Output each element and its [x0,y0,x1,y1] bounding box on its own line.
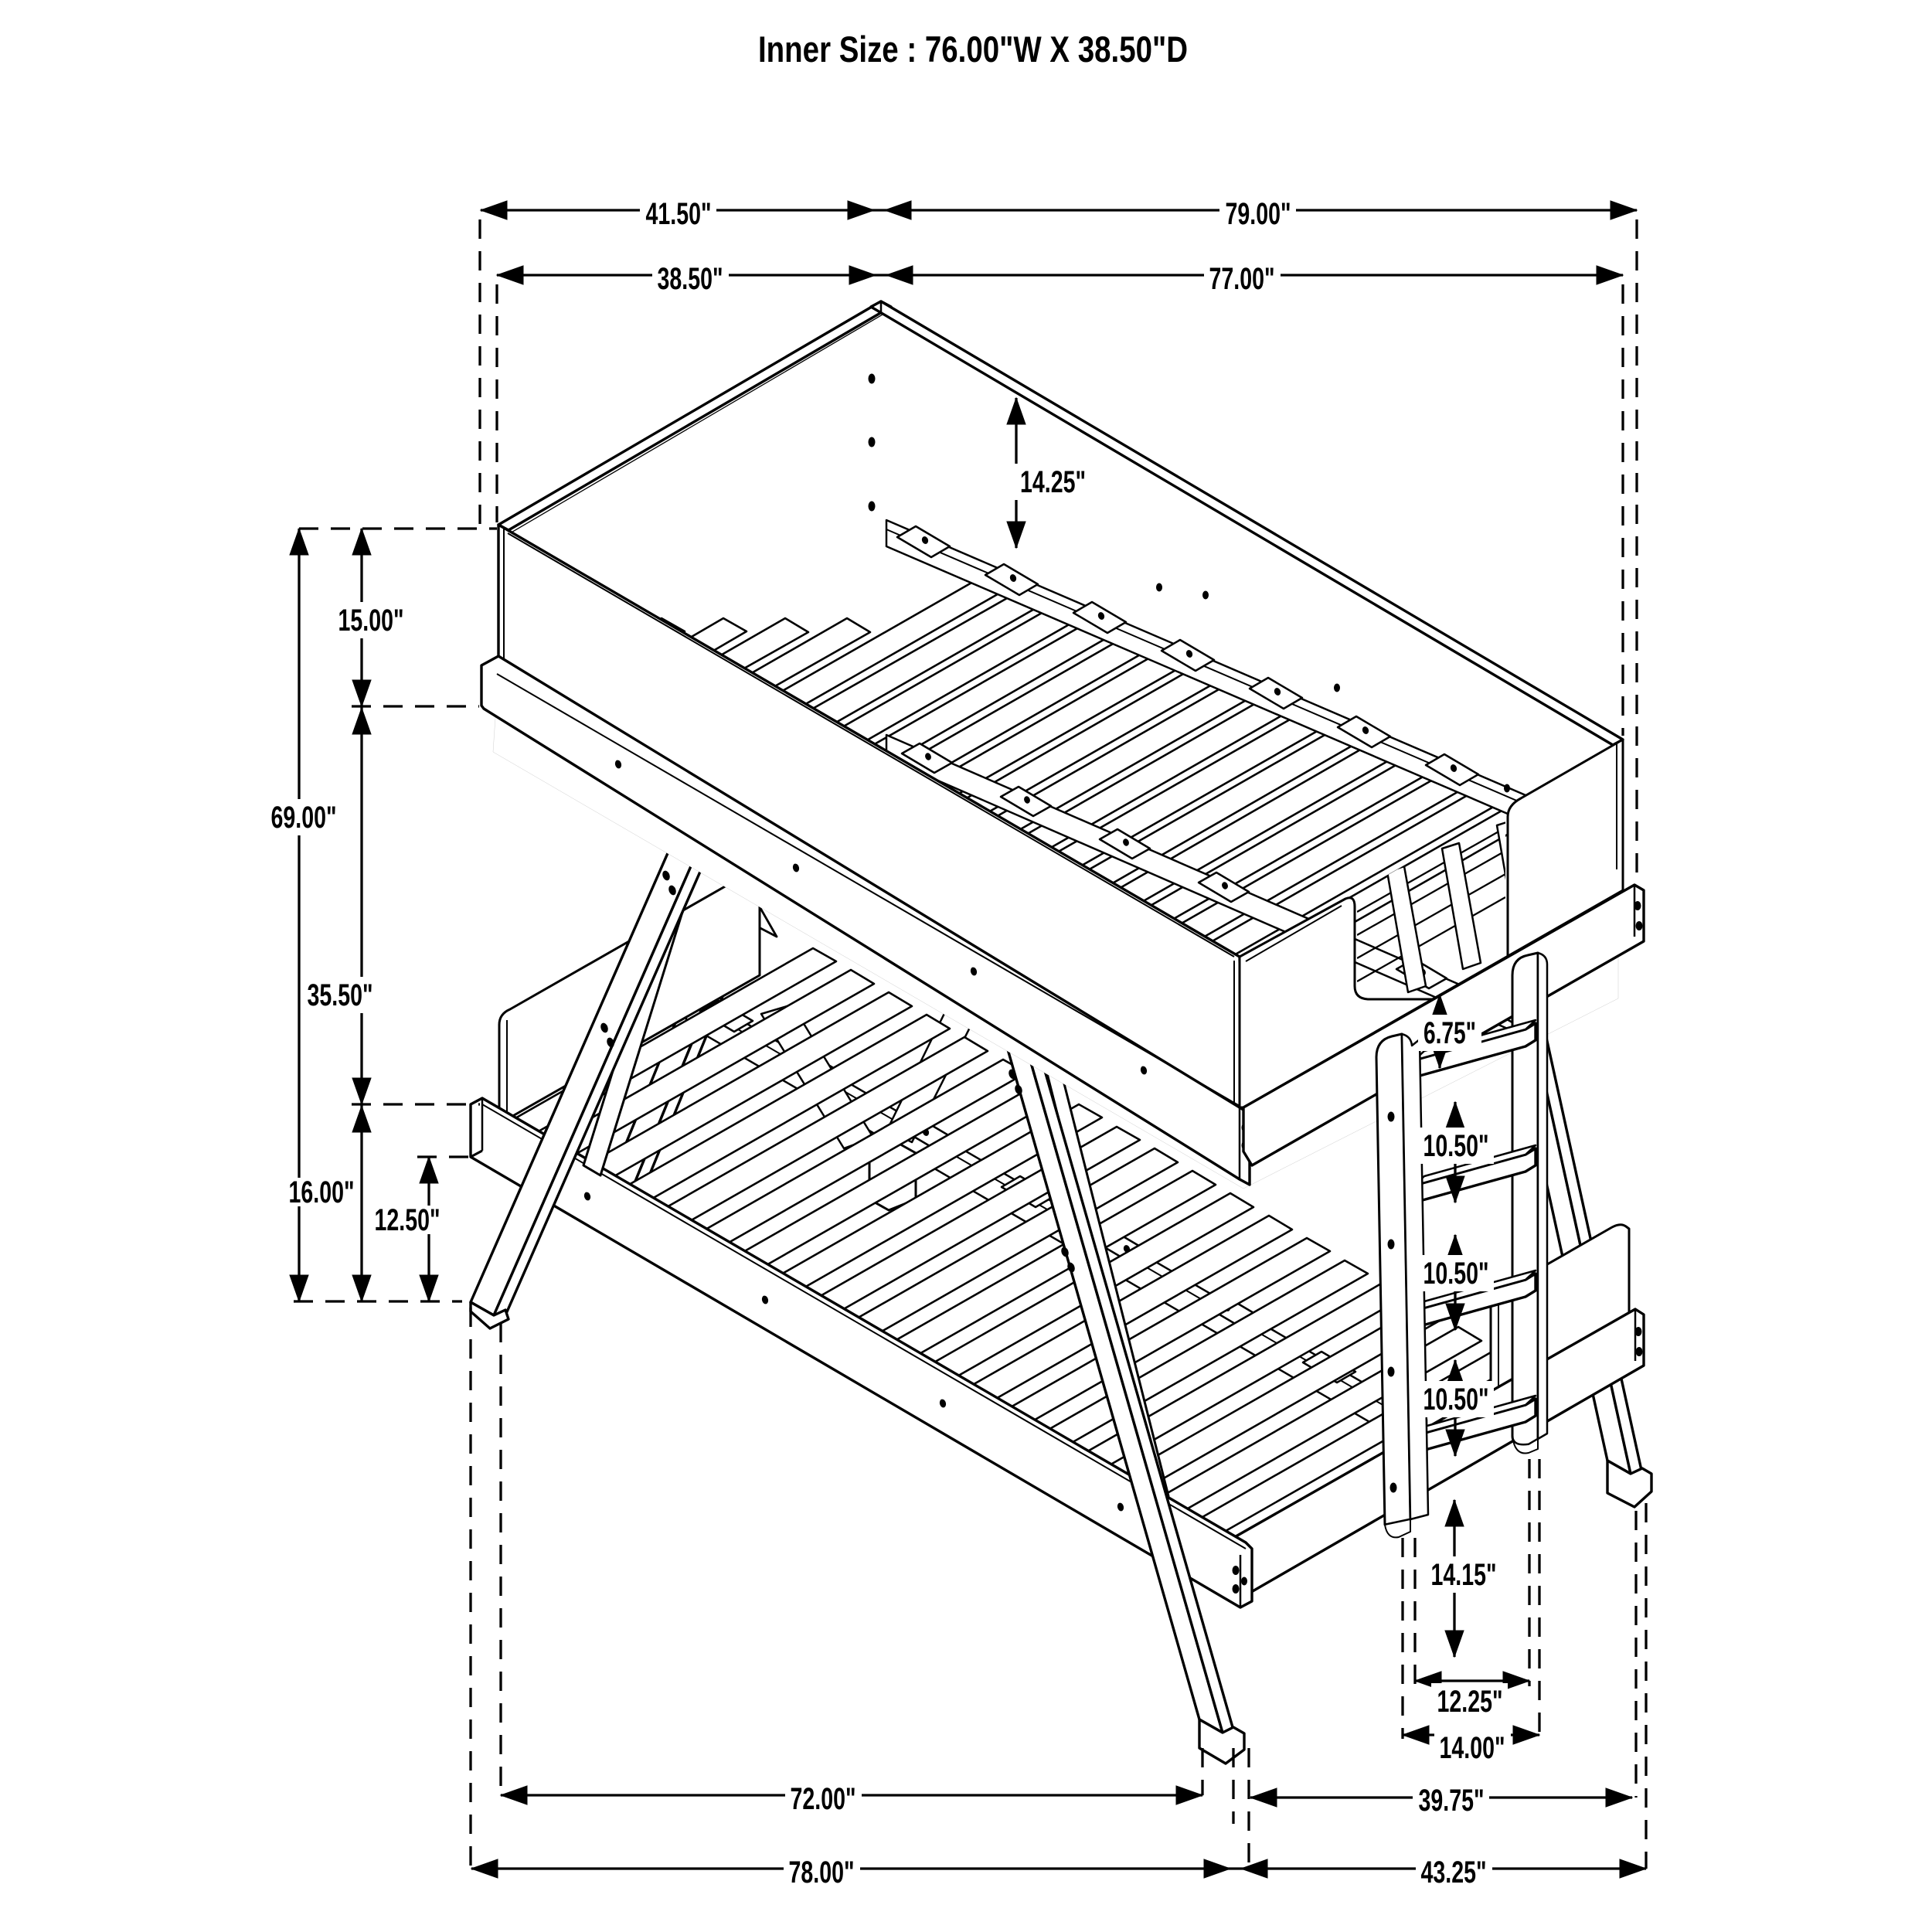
svg-text:72.00": 72.00" [791,1782,856,1816]
svg-text:6.75": 6.75" [1423,1016,1476,1050]
svg-text:10.50": 10.50" [1423,1257,1489,1291]
svg-text:69.00": 69.00" [271,801,337,835]
svg-text:15.00": 15.00" [338,604,404,638]
svg-text:41.50": 41.50" [646,197,712,231]
svg-text:Inner Size : 76.00"W X 38.50"D: Inner Size : 76.00"W X 38.50"D [758,29,1188,70]
svg-text:77.00": 77.00" [1209,262,1275,296]
svg-text:43.25": 43.25" [1421,1855,1487,1889]
svg-text:16.00": 16.00" [289,1175,355,1209]
svg-text:79.00": 79.00" [1226,197,1291,231]
svg-text:38.50": 38.50" [658,262,723,296]
svg-text:12.50": 12.50" [375,1203,440,1237]
svg-text:14.25": 14.25" [1020,465,1086,499]
svg-text:39.75": 39.75" [1419,1784,1485,1818]
svg-text:10.50": 10.50" [1423,1383,1489,1417]
svg-text:78.00": 78.00" [789,1855,855,1889]
svg-text:35.50": 35.50" [308,978,373,1012]
svg-text:12.25": 12.25" [1437,1685,1503,1719]
svg-text:10.50": 10.50" [1423,1129,1489,1163]
svg-text:14.00": 14.00" [1440,1731,1505,1765]
svg-text:14.15": 14.15" [1431,1558,1497,1592]
